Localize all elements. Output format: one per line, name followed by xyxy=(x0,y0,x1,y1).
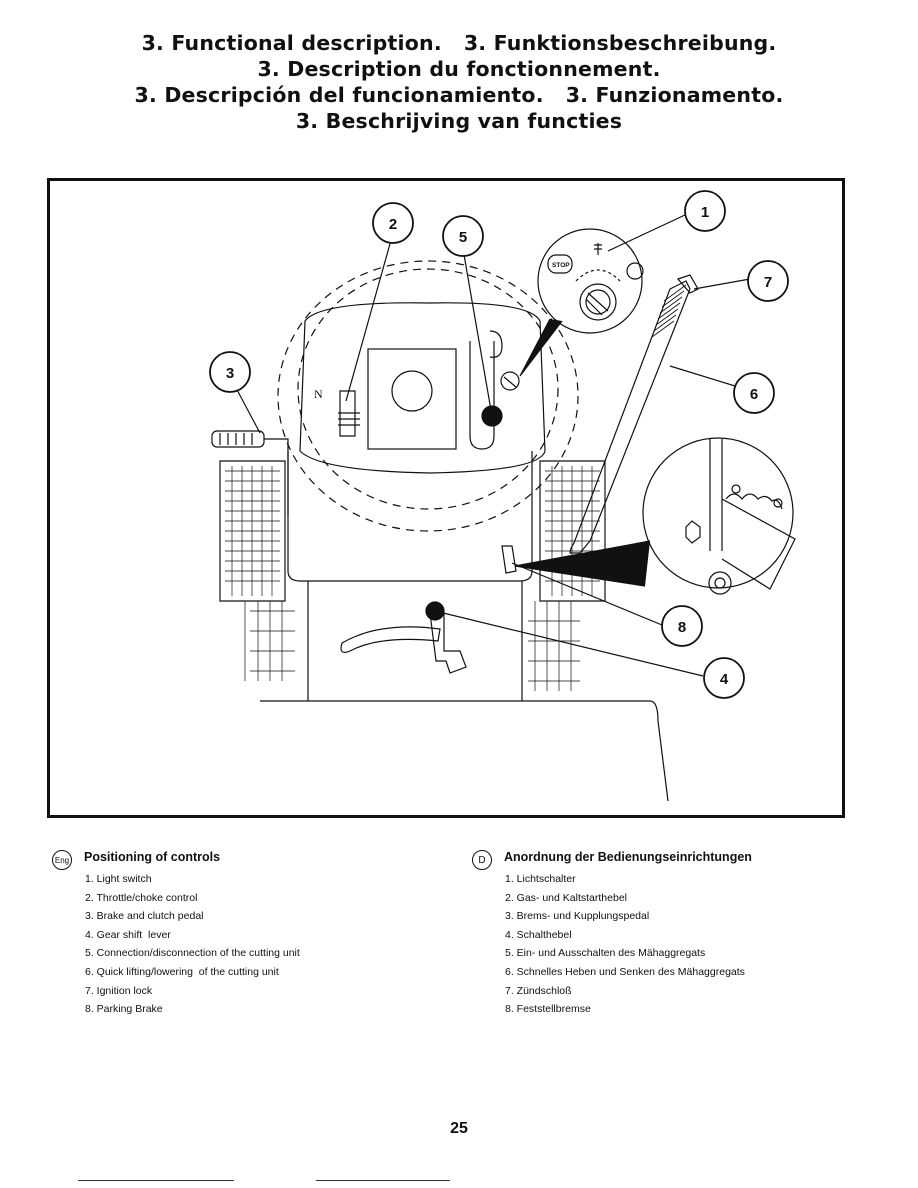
left-grille xyxy=(219,460,295,681)
controls-diagram-drawing: N STOP xyxy=(209,190,796,802)
list-item: 7. Ignition lock xyxy=(85,984,153,997)
list-item: 4. Gear shift lever xyxy=(85,928,171,941)
list-item: 1. Light switch xyxy=(85,873,152,885)
list-item: 2. Throttle/choke control xyxy=(85,891,198,904)
title-line-1: 3. Functional description. 3. Funktionsb… xyxy=(141,31,777,55)
list-item: 6. Quick lifting/lowering of the cutting… xyxy=(85,965,279,978)
callout-5: 5 xyxy=(459,229,467,246)
callout-8: 8 xyxy=(678,619,686,636)
german-language-badge: D xyxy=(472,850,492,870)
callout-3: 3 xyxy=(226,365,234,382)
footer-rule-left xyxy=(78,1180,234,1181)
list-item: 5. Connection/disconnection of the cutti… xyxy=(85,947,300,960)
list-item: 3. Brake and clutch pedal xyxy=(85,910,204,923)
list-item: 8. Parking Brake xyxy=(85,1003,163,1016)
legend-german-list: 1. Lichtschalter 2. Gas- und Kaltstarthe… xyxy=(505,870,745,1019)
list-item: 1. Lichtschalter xyxy=(505,873,576,885)
callout-1: 1 xyxy=(701,204,709,221)
controls-diagram: N STOP xyxy=(47,178,845,818)
gear-shift-drawing xyxy=(340,626,441,653)
list-item: 4. Schalthebel xyxy=(505,928,572,941)
parking-brake-zoom xyxy=(642,437,794,589)
list-item: 7. Zündschloß xyxy=(505,984,572,997)
console-body xyxy=(287,451,533,582)
english-language-badge: Eng xyxy=(52,850,72,870)
dashboard-panel xyxy=(299,302,546,474)
stop-label: STOP xyxy=(552,262,570,269)
legend-german-heading: Anordnung der Bedienungseinrichtungen xyxy=(504,850,752,864)
list-item: 2. Gas- und Kaltstarthebel xyxy=(505,891,627,904)
ignition-zoom xyxy=(537,228,643,334)
list-item: 3. Brems- und Kupplungspedal xyxy=(505,910,650,923)
title-line-3: 3. Descripción del funcionamiento. 3. Fu… xyxy=(134,83,784,107)
callout-4: 4 xyxy=(720,671,729,688)
callout-6: 6 xyxy=(750,386,758,403)
footer-rule-right xyxy=(316,1180,450,1181)
title-block: 3. Functional description. 3. Funktionsb… xyxy=(0,30,918,134)
list-item: 5. Ein- und Ausschalten des Mähaggregats xyxy=(505,947,706,960)
list-item: 8. Feststellbremse xyxy=(505,1003,591,1016)
legend-english-list: 1. Light switch 2. Throttle/choke contro… xyxy=(85,870,300,1019)
callout-2: 2 xyxy=(389,216,397,233)
title-line-2: 3. Description du fonctionnement. xyxy=(257,57,661,81)
callout-7: 7 xyxy=(764,274,772,291)
page-number: 25 xyxy=(450,1120,468,1137)
title-line-4: 3. Beschrijving van functies xyxy=(295,109,623,133)
legend-english-heading: Positioning of controls xyxy=(84,850,221,864)
list-item: 6. Schnelles Heben und Senken des Mähagg… xyxy=(505,965,745,978)
gear-indicator-label: N xyxy=(314,387,323,401)
